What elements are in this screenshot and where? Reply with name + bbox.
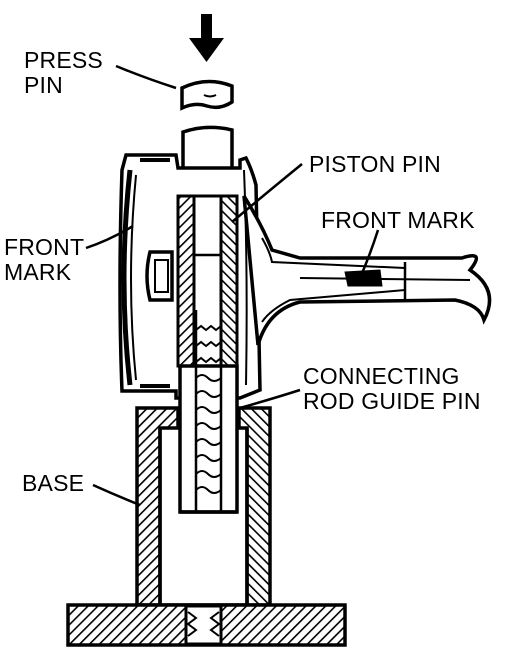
label-connecting-rod-guide-pin: CONNECTING ROD GUIDE PIN — [303, 364, 481, 414]
label-guide-pin-line1: CONNECTING — [303, 363, 460, 389]
label-front-mark-left-line1: FRONT — [4, 234, 85, 260]
label-front-mark-left: FRONT MARK — [4, 235, 84, 285]
label-press-pin: PRESS PIN — [24, 48, 103, 98]
press-pin — [180, 79, 234, 111]
leader-front-mark-left — [85, 224, 134, 250]
leader-base — [92, 483, 141, 507]
label-front-mark-left-line2: MARK — [4, 259, 72, 285]
label-base: BASE — [22, 470, 85, 496]
label-piston-pin: PISTON PIN — [309, 151, 441, 177]
piston-pin-bore — [192, 194, 223, 368]
label-press-pin-line1: PRESS — [24, 47, 103, 73]
label-press-pin-line2: PIN — [24, 72, 63, 98]
leader-front-mark-right — [358, 229, 380, 279]
leader-lines — [85, 64, 380, 507]
connecting-rod — [242, 195, 492, 346]
base-section — [66, 406, 347, 647]
down-arrow-icon — [189, 14, 224, 62]
leader-piston-pin — [231, 163, 303, 223]
connecting-rod-guide-pin — [178, 310, 239, 514]
label-front-mark-right: FRONT MARK — [321, 207, 475, 233]
label-guide-pin-line2: ROD GUIDE PIN — [303, 388, 481, 414]
leader-guide-pin — [239, 388, 301, 410]
leader-press-pin — [115, 64, 177, 90]
